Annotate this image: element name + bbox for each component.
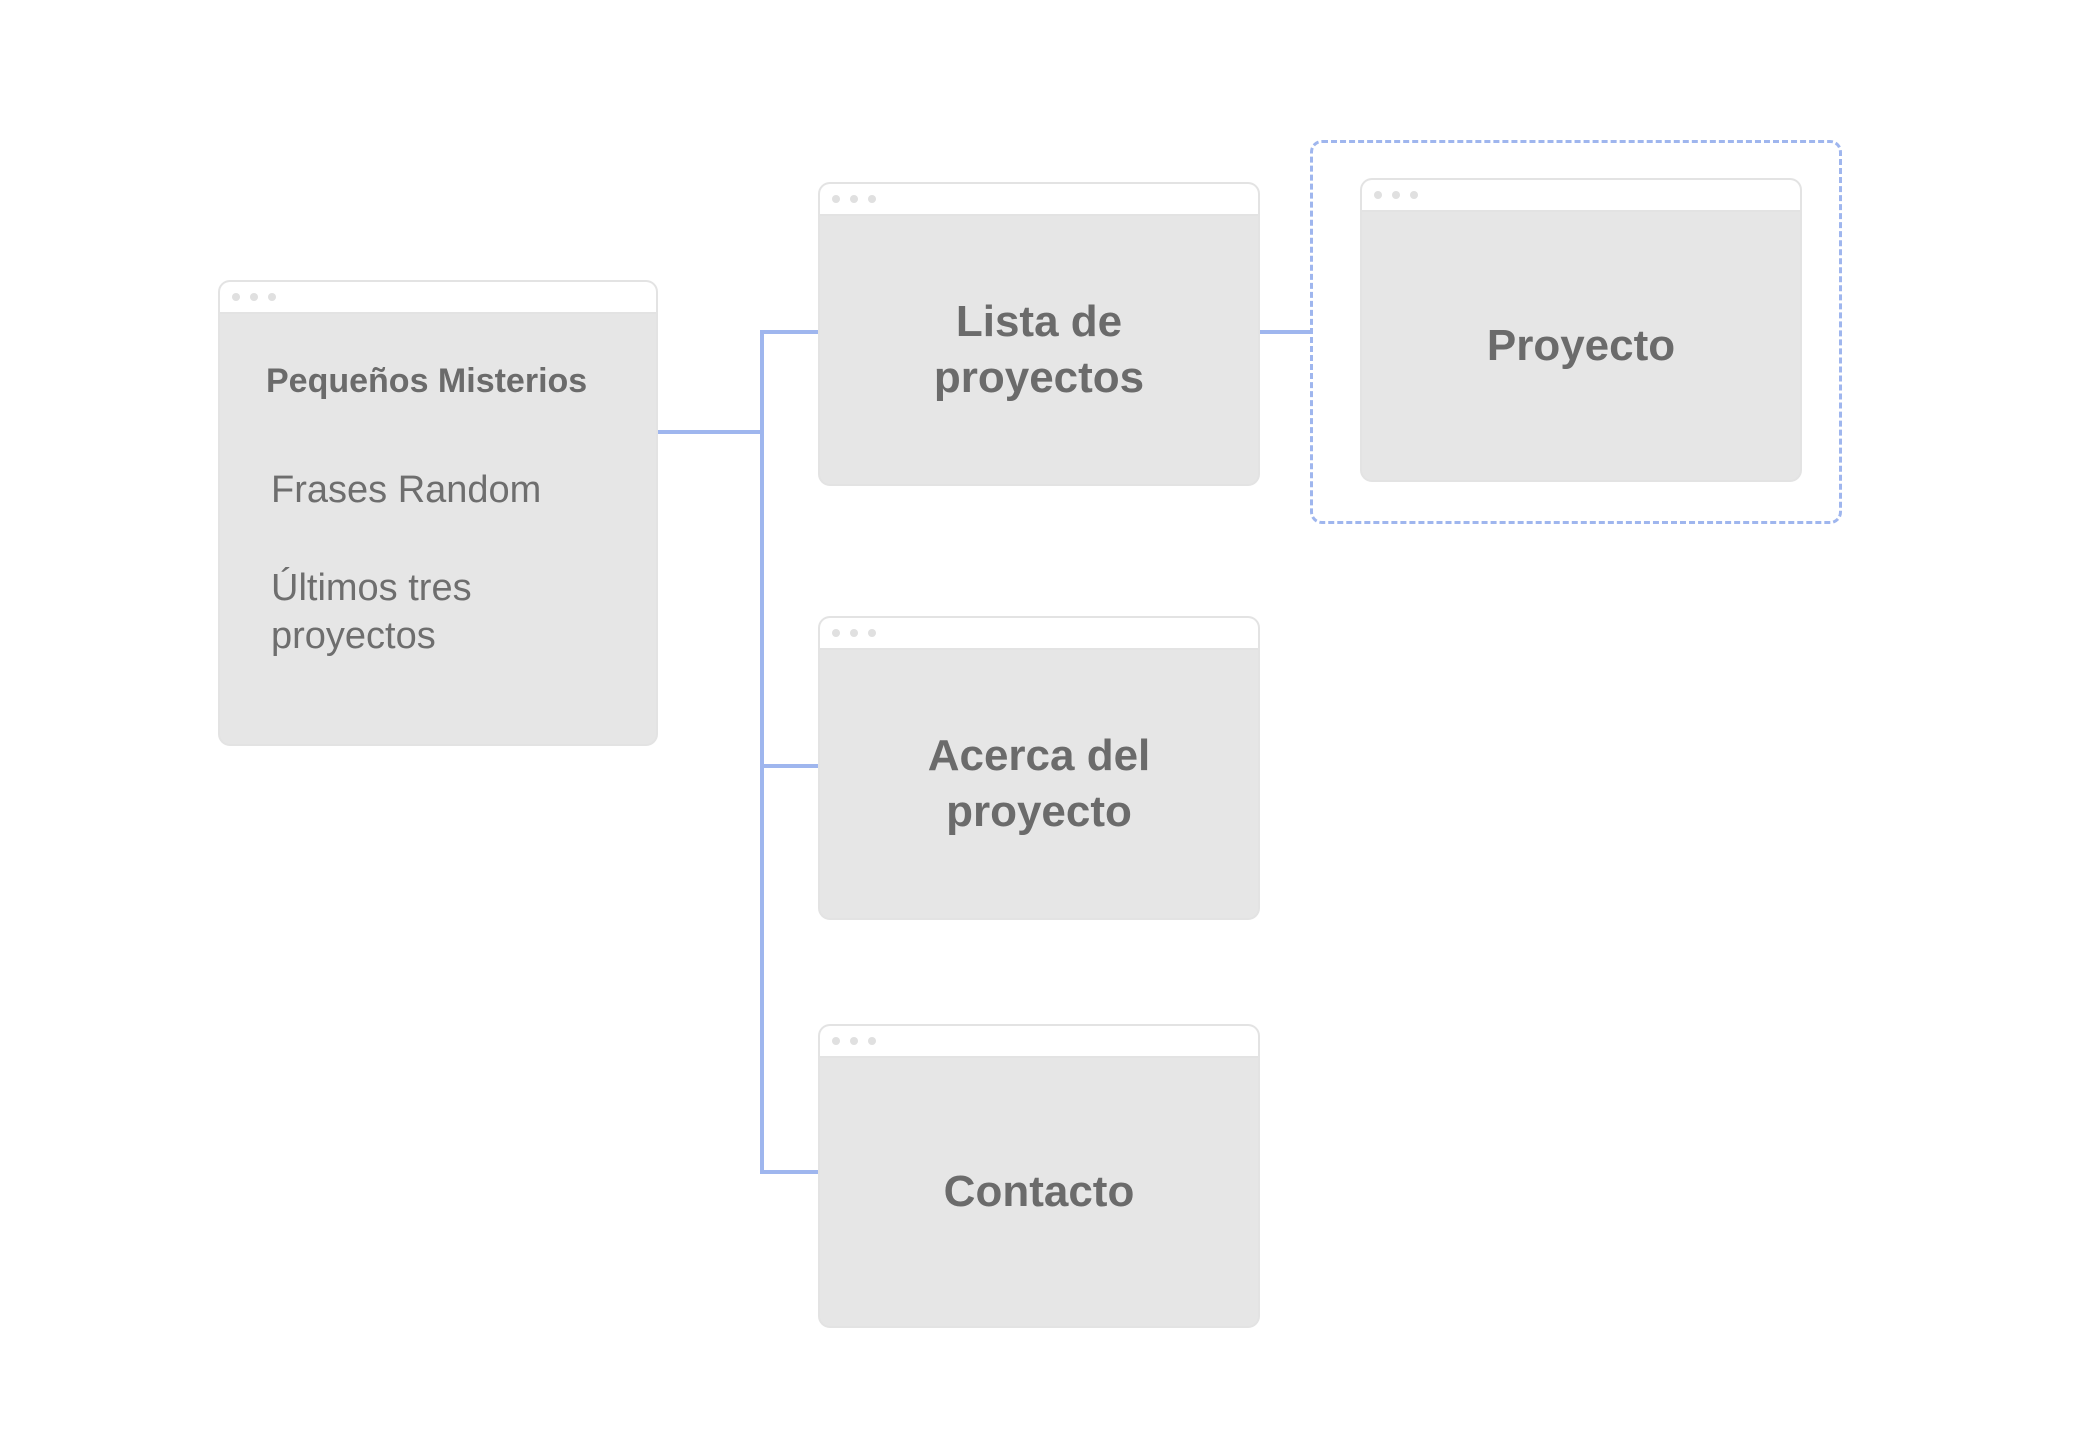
home-page-body: Pequeños Misterios Frases Random Últimos… <box>220 314 656 744</box>
home-page-title: Pequeños Misterios <box>266 362 588 400</box>
selection-frame <box>1310 140 1842 524</box>
window-titlebar <box>820 1026 1258 1058</box>
window-titlebar <box>220 282 656 314</box>
window-dot-icon <box>832 195 840 203</box>
window-dot-icon <box>868 629 876 637</box>
project-label: Proyecto <box>1486 321 1676 370</box>
contact-window[interactable]: Contacto <box>818 1024 1260 1328</box>
window-dot-icon <box>268 293 276 301</box>
window-dot-icon <box>1392 191 1400 199</box>
window-dot-icon <box>850 629 858 637</box>
window-titlebar <box>1362 180 1800 212</box>
about-body: Acerca del proyecto <box>820 650 1258 918</box>
project-list-body: Lista de proyectos <box>820 216 1258 484</box>
window-dot-icon <box>1374 191 1382 199</box>
window-titlebar <box>820 184 1258 216</box>
window-dot-icon <box>868 195 876 203</box>
project-list-window[interactable]: Lista de proyectos <box>818 182 1260 486</box>
project-window[interactable]: Proyecto <box>1360 178 1802 482</box>
project-list-label: Lista de proyectos <box>933 297 1145 402</box>
home-item-latest-projects: Últimos tres proyectos <box>271 567 472 657</box>
window-dot-icon <box>832 1037 840 1045</box>
window-dot-icon <box>832 629 840 637</box>
home-page-window[interactable]: Pequeños Misterios Frases Random Últimos… <box>218 280 658 746</box>
about-window[interactable]: Acerca del proyecto <box>818 616 1260 920</box>
project-body: Proyecto <box>1362 212 1800 480</box>
window-dot-icon <box>232 293 240 301</box>
window-dot-icon <box>250 293 258 301</box>
about-label: Acerca del proyecto <box>927 731 1151 836</box>
contact-body: Contacto <box>820 1058 1258 1326</box>
home-item-random-phrases: Frases Random <box>271 469 542 511</box>
window-dot-icon <box>1410 191 1418 199</box>
window-dot-icon <box>850 195 858 203</box>
contact-label: Contacto <box>943 1167 1135 1216</box>
window-dot-icon <box>868 1037 876 1045</box>
window-dot-icon <box>850 1037 858 1045</box>
window-titlebar <box>820 618 1258 650</box>
